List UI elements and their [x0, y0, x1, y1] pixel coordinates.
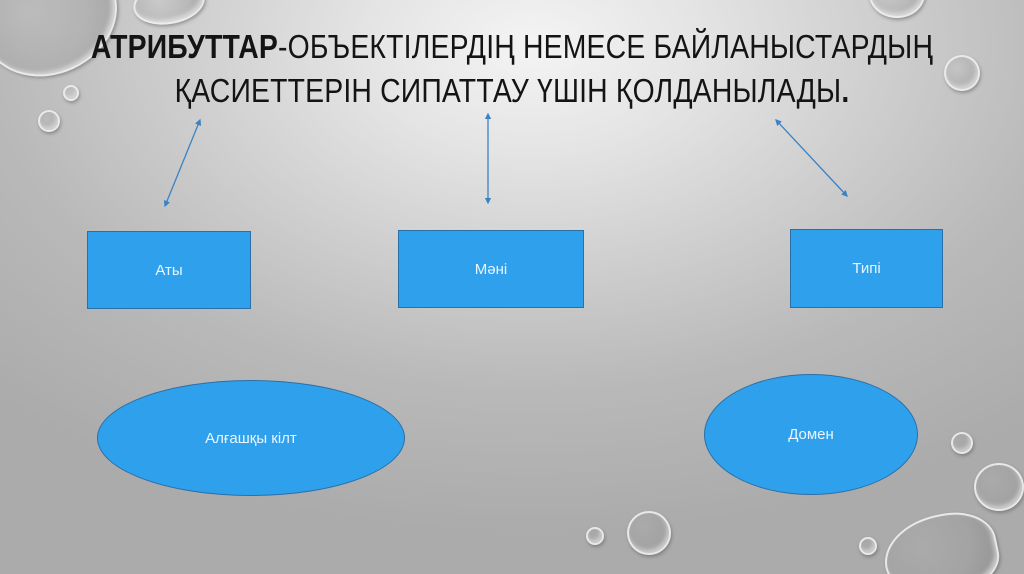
title-keyword: АТРИБУТТАР: [90, 28, 278, 65]
attribute-box-name: Аты: [87, 231, 251, 309]
attribute-box-type: Типі: [790, 229, 943, 308]
attribute-box-value: Мәні: [398, 230, 584, 308]
water-droplet-decoration: [63, 85, 79, 101]
slide-title: АТРИБУТТАР-ОБЪЕКТІЛЕРДІҢ НЕМЕСЕ БАЙЛАНЫС…: [72, 25, 953, 113]
domain-ellipse: Домен: [704, 374, 918, 495]
ellipse-label: Алғашқы кілт: [205, 429, 297, 447]
water-droplet-decoration: [627, 511, 671, 555]
primary-key-ellipse: Алғашқы кілт: [97, 380, 405, 496]
double-arrow-right: [775, 119, 848, 197]
water-droplet-decoration: [586, 527, 604, 545]
title-period: .: [841, 72, 850, 109]
double-arrow-left: [163, 118, 202, 208]
water-droplet-decoration: [951, 432, 973, 454]
title-line-1-rest: -ОБЪЕКТІЛЕРДІҢ НЕМЕСЕ БАЙЛАНЫСТАРДЫҢ: [277, 28, 934, 65]
attribute-box-label: Мәні: [474, 260, 508, 278]
title-line-2: ҚАСИЕТТЕРІН СИПАТТАУ ҮШІН ҚОЛДАНЫЛАДЫ.: [72, 69, 953, 113]
ellipse-label: Домен: [788, 426, 834, 443]
title-line-2-text: ҚАСИЕТТЕРІН СИПАТТАУ ҮШІН ҚОЛДАНЫЛАДЫ: [174, 72, 842, 109]
water-droplet-decoration: [974, 463, 1024, 511]
water-droplet-decoration: [38, 110, 60, 132]
attribute-box-label: Типі: [852, 260, 881, 277]
water-droplet-decoration: [944, 55, 980, 91]
attribute-box-label: Аты: [155, 261, 183, 279]
title-line-1: АТРИБУТТАР-ОБЪЕКТІЛЕРДІҢ НЕМЕСЕ БАЙЛАНЫС…: [72, 25, 953, 69]
water-droplet-decoration: [859, 537, 877, 555]
